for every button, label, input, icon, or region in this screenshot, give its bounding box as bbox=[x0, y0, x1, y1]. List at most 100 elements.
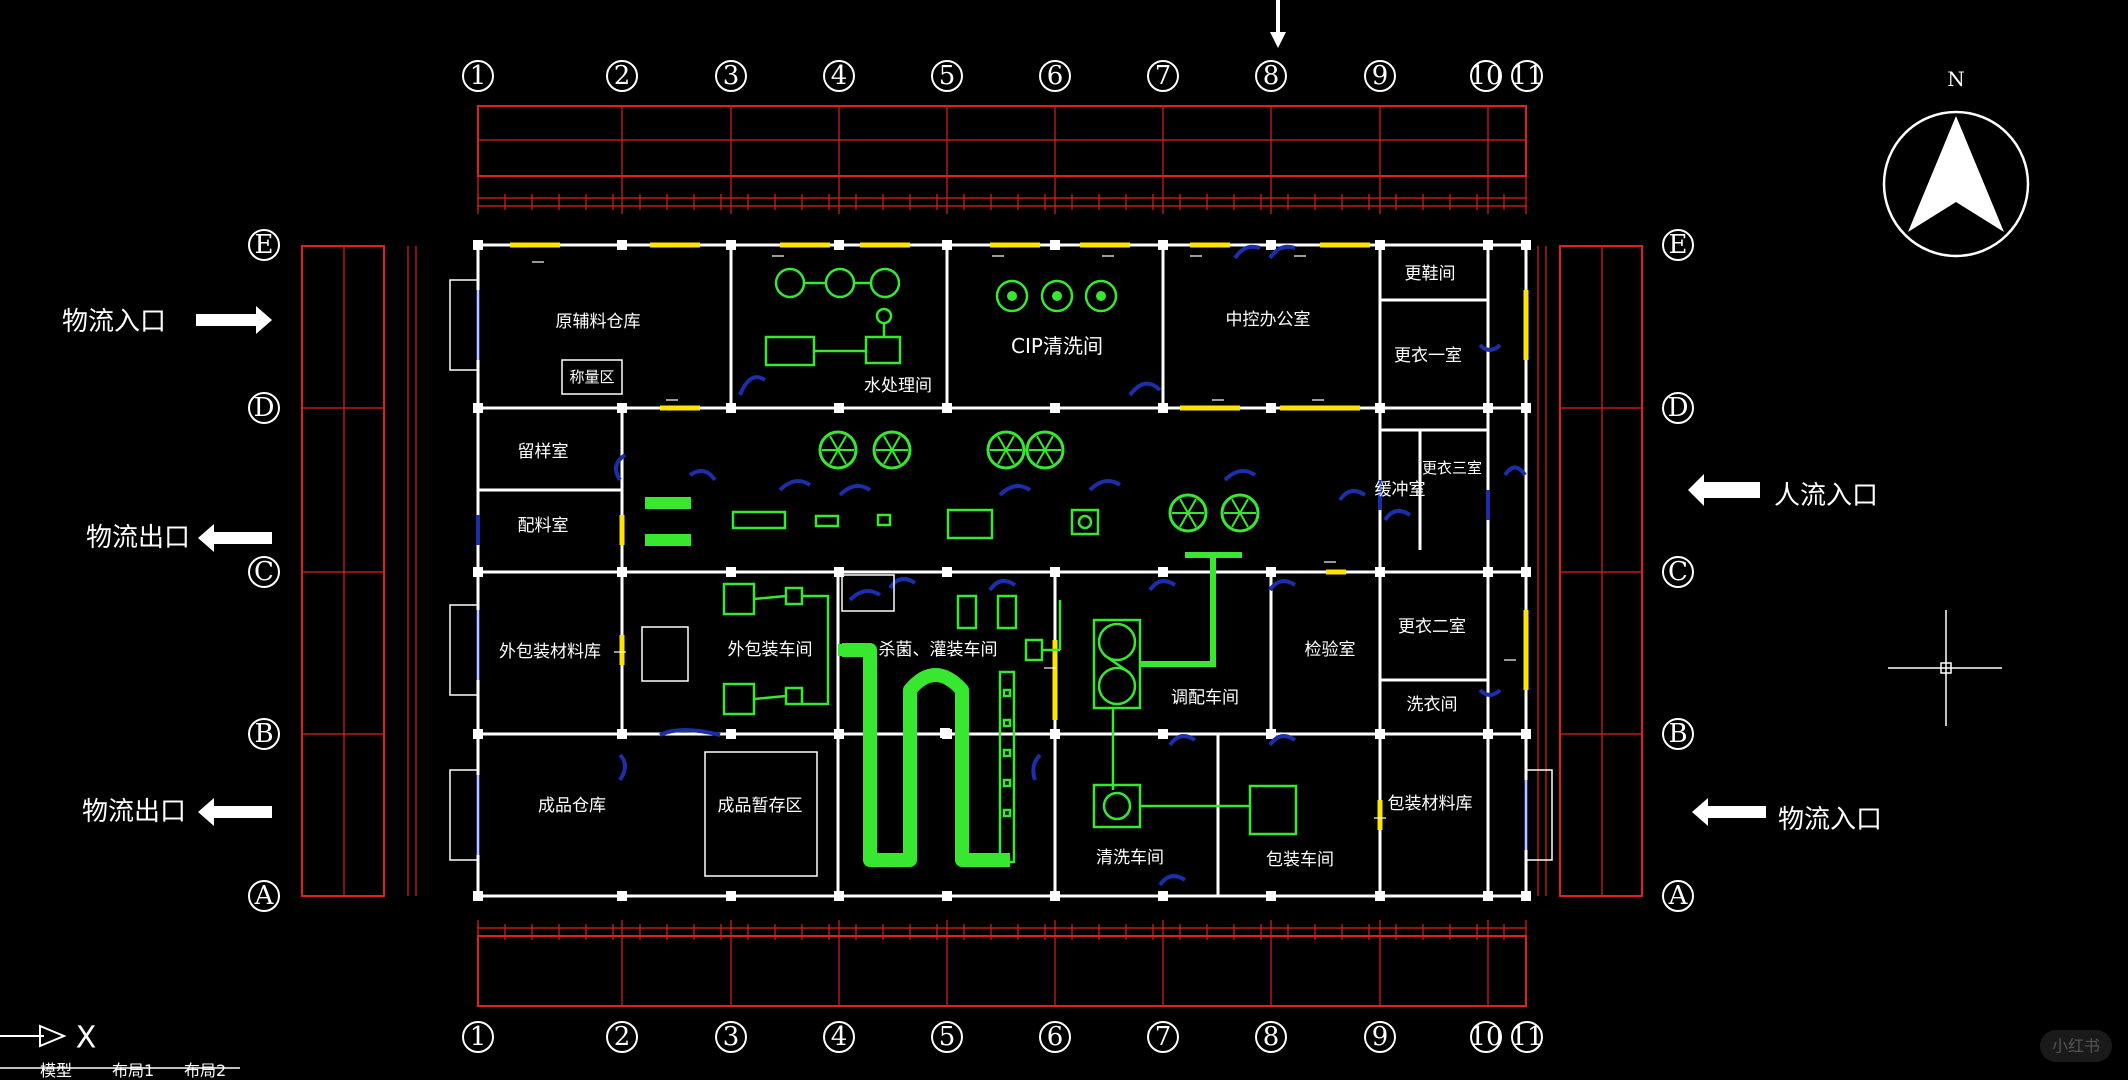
mixing-tank-6 bbox=[1220, 493, 1260, 533]
room-outer-packing: 外包装车间 bbox=[728, 640, 813, 660]
row-axis-markers-left: E D C B A bbox=[248, 229, 280, 912]
room-changing-2: 更衣二室 bbox=[1398, 617, 1466, 637]
svg-text:C: C bbox=[254, 557, 274, 587]
label-material-in-right: 物流入口 bbox=[1778, 805, 1882, 835]
room-laundry: 洗衣间 bbox=[1407, 695, 1458, 715]
svg-text:E: E bbox=[1669, 230, 1688, 260]
svg-text:D: D bbox=[254, 393, 275, 423]
north-compass: N bbox=[1882, 67, 2030, 258]
row-marker-right-A: A bbox=[1662, 880, 1694, 912]
svg-text:9: 9 bbox=[1372, 61, 1389, 91]
svg-text:11: 11 bbox=[1510, 1022, 1543, 1052]
column-axis-markers-bottom: 1 2 3 4 5 6 7 8 9 10 11 bbox=[462, 1021, 1544, 1053]
svg-text:B: B bbox=[254, 719, 273, 749]
room-washing: 清洗车间 bbox=[1096, 848, 1164, 868]
building-walls bbox=[476, 243, 1528, 898]
column-nodes bbox=[473, 240, 1531, 901]
row-marker-left-E: E bbox=[248, 229, 280, 261]
column-marker-top-11: 11 bbox=[1510, 60, 1544, 92]
room-outer-material: 外包装材料库 bbox=[499, 642, 601, 662]
svg-text:9: 9 bbox=[1372, 1022, 1389, 1052]
row-marker-left-D: D bbox=[248, 392, 280, 424]
svg-text:4: 4 bbox=[831, 1022, 848, 1052]
ucs-icon: X bbox=[0, 1021, 96, 1056]
north-arrow-icon bbox=[1908, 116, 2004, 232]
svg-text:A: A bbox=[254, 881, 275, 911]
svg-text:3: 3 bbox=[723, 61, 740, 91]
room-finished-staging: 成品暂存区 bbox=[718, 796, 803, 816]
tab-model: 模型 bbox=[40, 1061, 72, 1080]
column-marker-bottom-8: 8 bbox=[1255, 1021, 1287, 1053]
layout-tabs[interactable]: 模型 布局1 布局2 bbox=[0, 1061, 240, 1080]
svg-text:10: 10 bbox=[1469, 1022, 1502, 1052]
row-marker-right-B: B bbox=[1662, 718, 1694, 750]
column-marker-bottom-5: 5 bbox=[931, 1021, 963, 1053]
mixing-tank-4 bbox=[1025, 430, 1065, 470]
svg-text:6: 6 bbox=[1047, 1022, 1064, 1052]
column-marker-bottom-3: 3 bbox=[715, 1021, 747, 1053]
column-marker-bottom-1: 1 bbox=[462, 1021, 494, 1053]
column-marker-bottom-9: 9 bbox=[1364, 1021, 1396, 1053]
room-ingredient: 配料室 bbox=[518, 516, 569, 536]
column-marker-top-3: 3 bbox=[715, 60, 747, 92]
room-packing: 包装车间 bbox=[1266, 850, 1334, 870]
room-raw-warehouse: 原辅料仓库 bbox=[556, 312, 641, 332]
mixing-tank-1 bbox=[818, 430, 858, 470]
arrow-left-icon bbox=[1692, 798, 1766, 826]
room-changing-1: 更衣一室 bbox=[1394, 346, 1462, 366]
row-marker-left-A: A bbox=[248, 880, 280, 912]
column-marker-top-6: 6 bbox=[1039, 60, 1071, 92]
svg-text:E: E bbox=[255, 230, 274, 260]
svg-text:7: 7 bbox=[1155, 1022, 1172, 1052]
svg-text:3: 3 bbox=[723, 1022, 740, 1052]
watermark: 小红书 bbox=[2040, 1030, 2112, 1062]
bottom-dimension-block bbox=[477, 920, 1527, 1007]
arrow-left-icon bbox=[198, 798, 272, 826]
crosshair-cursor-icon bbox=[1888, 610, 2002, 726]
left-dimension-block bbox=[301, 245, 417, 897]
svg-text:8: 8 bbox=[1263, 1022, 1280, 1052]
arrow-left-icon bbox=[1688, 474, 1760, 506]
room-control-office: 中控办公室 bbox=[1226, 310, 1311, 330]
svg-text:5: 5 bbox=[939, 61, 956, 91]
flow-indicators: 物流入口 物流出口 物流出口 人流入口 物流入口 bbox=[62, 306, 1882, 835]
column-marker-top-10: 10 bbox=[1469, 60, 1503, 92]
column-marker-bottom-2: 2 bbox=[606, 1021, 638, 1053]
svg-text:2: 2 bbox=[614, 1022, 631, 1052]
mixing-tank-2 bbox=[872, 430, 912, 470]
column-marker-bottom-10: 10 bbox=[1469, 1021, 1503, 1053]
column-marker-top-5: 5 bbox=[931, 60, 963, 92]
column-marker-bottom-7: 7 bbox=[1147, 1021, 1179, 1053]
room-changing-3: 更衣三室 bbox=[1422, 459, 1482, 477]
tab-layout1: 布局1 bbox=[112, 1061, 154, 1080]
row-marker-right-C: C bbox=[1662, 556, 1694, 588]
column-marker-top-7: 7 bbox=[1147, 60, 1179, 92]
svg-text:2: 2 bbox=[614, 61, 631, 91]
top-entry-arrow bbox=[1270, 0, 1286, 48]
window-tags bbox=[532, 255, 1516, 819]
watermark-text: 小红书 bbox=[2052, 1037, 2100, 1056]
ucs-x-label: X bbox=[76, 1021, 97, 1056]
arrow-right-icon bbox=[196, 306, 272, 334]
room-labels: 原辅料仓库 称量区 水处理间 CIP清洗间 中控办公室 更鞋间 更衣一室 留样室… bbox=[499, 264, 1482, 870]
svg-text:1: 1 bbox=[470, 1022, 487, 1052]
svg-text:D: D bbox=[1668, 393, 1689, 423]
svg-text:C: C bbox=[1668, 557, 1688, 587]
column-marker-top-1: 1 bbox=[462, 60, 494, 92]
row-axis-markers-right: E D C B A bbox=[1662, 229, 1694, 912]
svg-text:11: 11 bbox=[1510, 61, 1543, 91]
row-marker-right-D: D bbox=[1662, 392, 1694, 424]
north-label: N bbox=[1947, 67, 1965, 91]
svg-text:10: 10 bbox=[1469, 61, 1502, 91]
windows bbox=[510, 242, 1529, 830]
column-marker-top-8: 8 bbox=[1255, 60, 1287, 92]
column-marker-bottom-4: 4 bbox=[823, 1021, 855, 1053]
row-marker-left-C: C bbox=[248, 556, 280, 588]
room-water-treatment: 水处理间 bbox=[864, 376, 932, 396]
room-shoe-change: 更鞋间 bbox=[1405, 264, 1456, 284]
svg-text:B: B bbox=[1668, 719, 1687, 749]
row-marker-left-B: B bbox=[248, 718, 280, 750]
room-sample: 留样室 bbox=[518, 442, 569, 462]
